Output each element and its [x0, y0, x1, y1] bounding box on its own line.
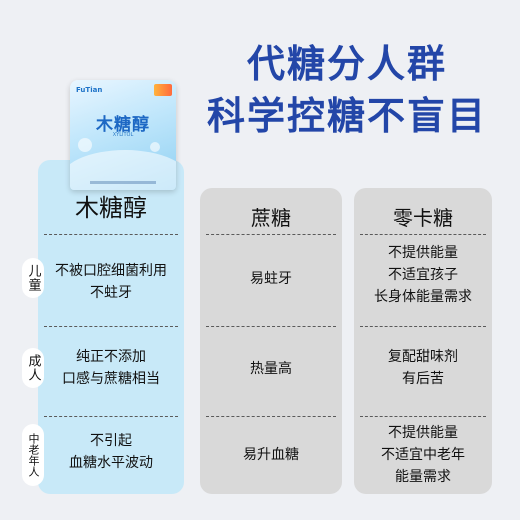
cell-line: 热量高	[250, 361, 292, 377]
cell-line: 有后苦	[402, 371, 444, 387]
divider	[206, 416, 336, 417]
cell-sucrose-children: 易蛀牙	[200, 268, 342, 290]
bubble	[150, 142, 160, 152]
cell-sucrose-elderly: 易升血糖	[200, 444, 342, 466]
row-label-adults: 成人	[22, 348, 44, 388]
cell-line: 易升血糖	[243, 447, 299, 463]
cell-line: 能量需求	[395, 469, 451, 485]
cell-line: 不提供能量	[388, 245, 458, 261]
divider	[44, 234, 178, 235]
divider	[360, 234, 486, 235]
package-wave	[70, 150, 176, 190]
product-name: 木糖醇	[96, 115, 150, 135]
cell-xylitol-children: 不被口腔细菌利用 不蛀牙	[38, 260, 184, 304]
column-zero-calorie-sugar: 零卡糖 不提供能量 不适宜孩子 长身体能量需求 复配甜味剂 有后苦 不提供能量 …	[354, 188, 492, 494]
cell-line: 不引起	[90, 433, 132, 449]
divider	[206, 326, 336, 327]
cell-line: 血糖水平波动	[69, 455, 153, 471]
cell-line: 长身体能量需求	[374, 289, 472, 305]
row-label-elderly: 中老年人	[22, 424, 44, 486]
cell-line: 纯正不添加	[76, 349, 146, 365]
package-fine-print	[90, 181, 156, 184]
cell-line: 不被口腔细菌利用	[55, 263, 167, 279]
cell-line: 不提供能量	[388, 425, 458, 441]
bubble	[78, 138, 92, 152]
column-title-xylitol: 木糖醇	[75, 194, 147, 222]
divider	[206, 234, 336, 235]
divider	[44, 416, 178, 417]
cell-sucrose-adults: 热量高	[200, 358, 342, 380]
cell-line: 易蛀牙	[250, 271, 292, 287]
cell-line: 不适宜中老年	[381, 447, 465, 463]
cell-zero-elderly: 不提供能量 不适宜中老年 能量需求	[354, 422, 492, 488]
cell-zero-children: 不提供能量 不适宜孩子 长身体能量需求	[354, 242, 492, 308]
cell-line: 不蛀牙	[90, 285, 132, 301]
column-title-zero-calorie-sugar: 零卡糖	[393, 206, 453, 230]
cell-xylitol-elderly: 不引起 血糖水平波动	[38, 430, 184, 474]
product-brand: FuTian	[76, 86, 103, 94]
headline-line-1: 代糖分人群	[246, 42, 447, 86]
column-sucrose: 蔗糖 易蛀牙 热量高 易升血糖	[200, 188, 342, 494]
product-subtitle: XYLITOL	[112, 132, 134, 138]
cell-line: 复配甜味剂	[388, 349, 458, 365]
cell-zero-adults: 复配甜味剂 有后苦	[354, 346, 492, 390]
cell-xylitol-adults: 纯正不添加 口感与蔗糖相当	[38, 346, 184, 390]
column-title-sucrose: 蔗糖	[251, 206, 291, 230]
package-tag	[154, 84, 172, 96]
cell-line: 口感与蔗糖相当	[62, 371, 160, 387]
divider	[360, 416, 486, 417]
column-xylitol: 木糖醇 不被口腔细菌利用 不蛀牙 纯正不添加 口感与蔗糖相当 不引起 血糖水平波…	[38, 160, 184, 494]
headline-line-2: 科学控糖不盲目	[206, 94, 487, 138]
row-label-children: 儿童	[22, 258, 44, 298]
divider	[44, 326, 178, 327]
divider	[360, 326, 486, 327]
cell-line: 不适宜孩子	[388, 267, 458, 283]
headline: 代糖分人群 科学控糖不盲目	[186, 38, 508, 142]
product-package-image: FuTian 木糖醇 XYLITOL	[70, 80, 176, 190]
